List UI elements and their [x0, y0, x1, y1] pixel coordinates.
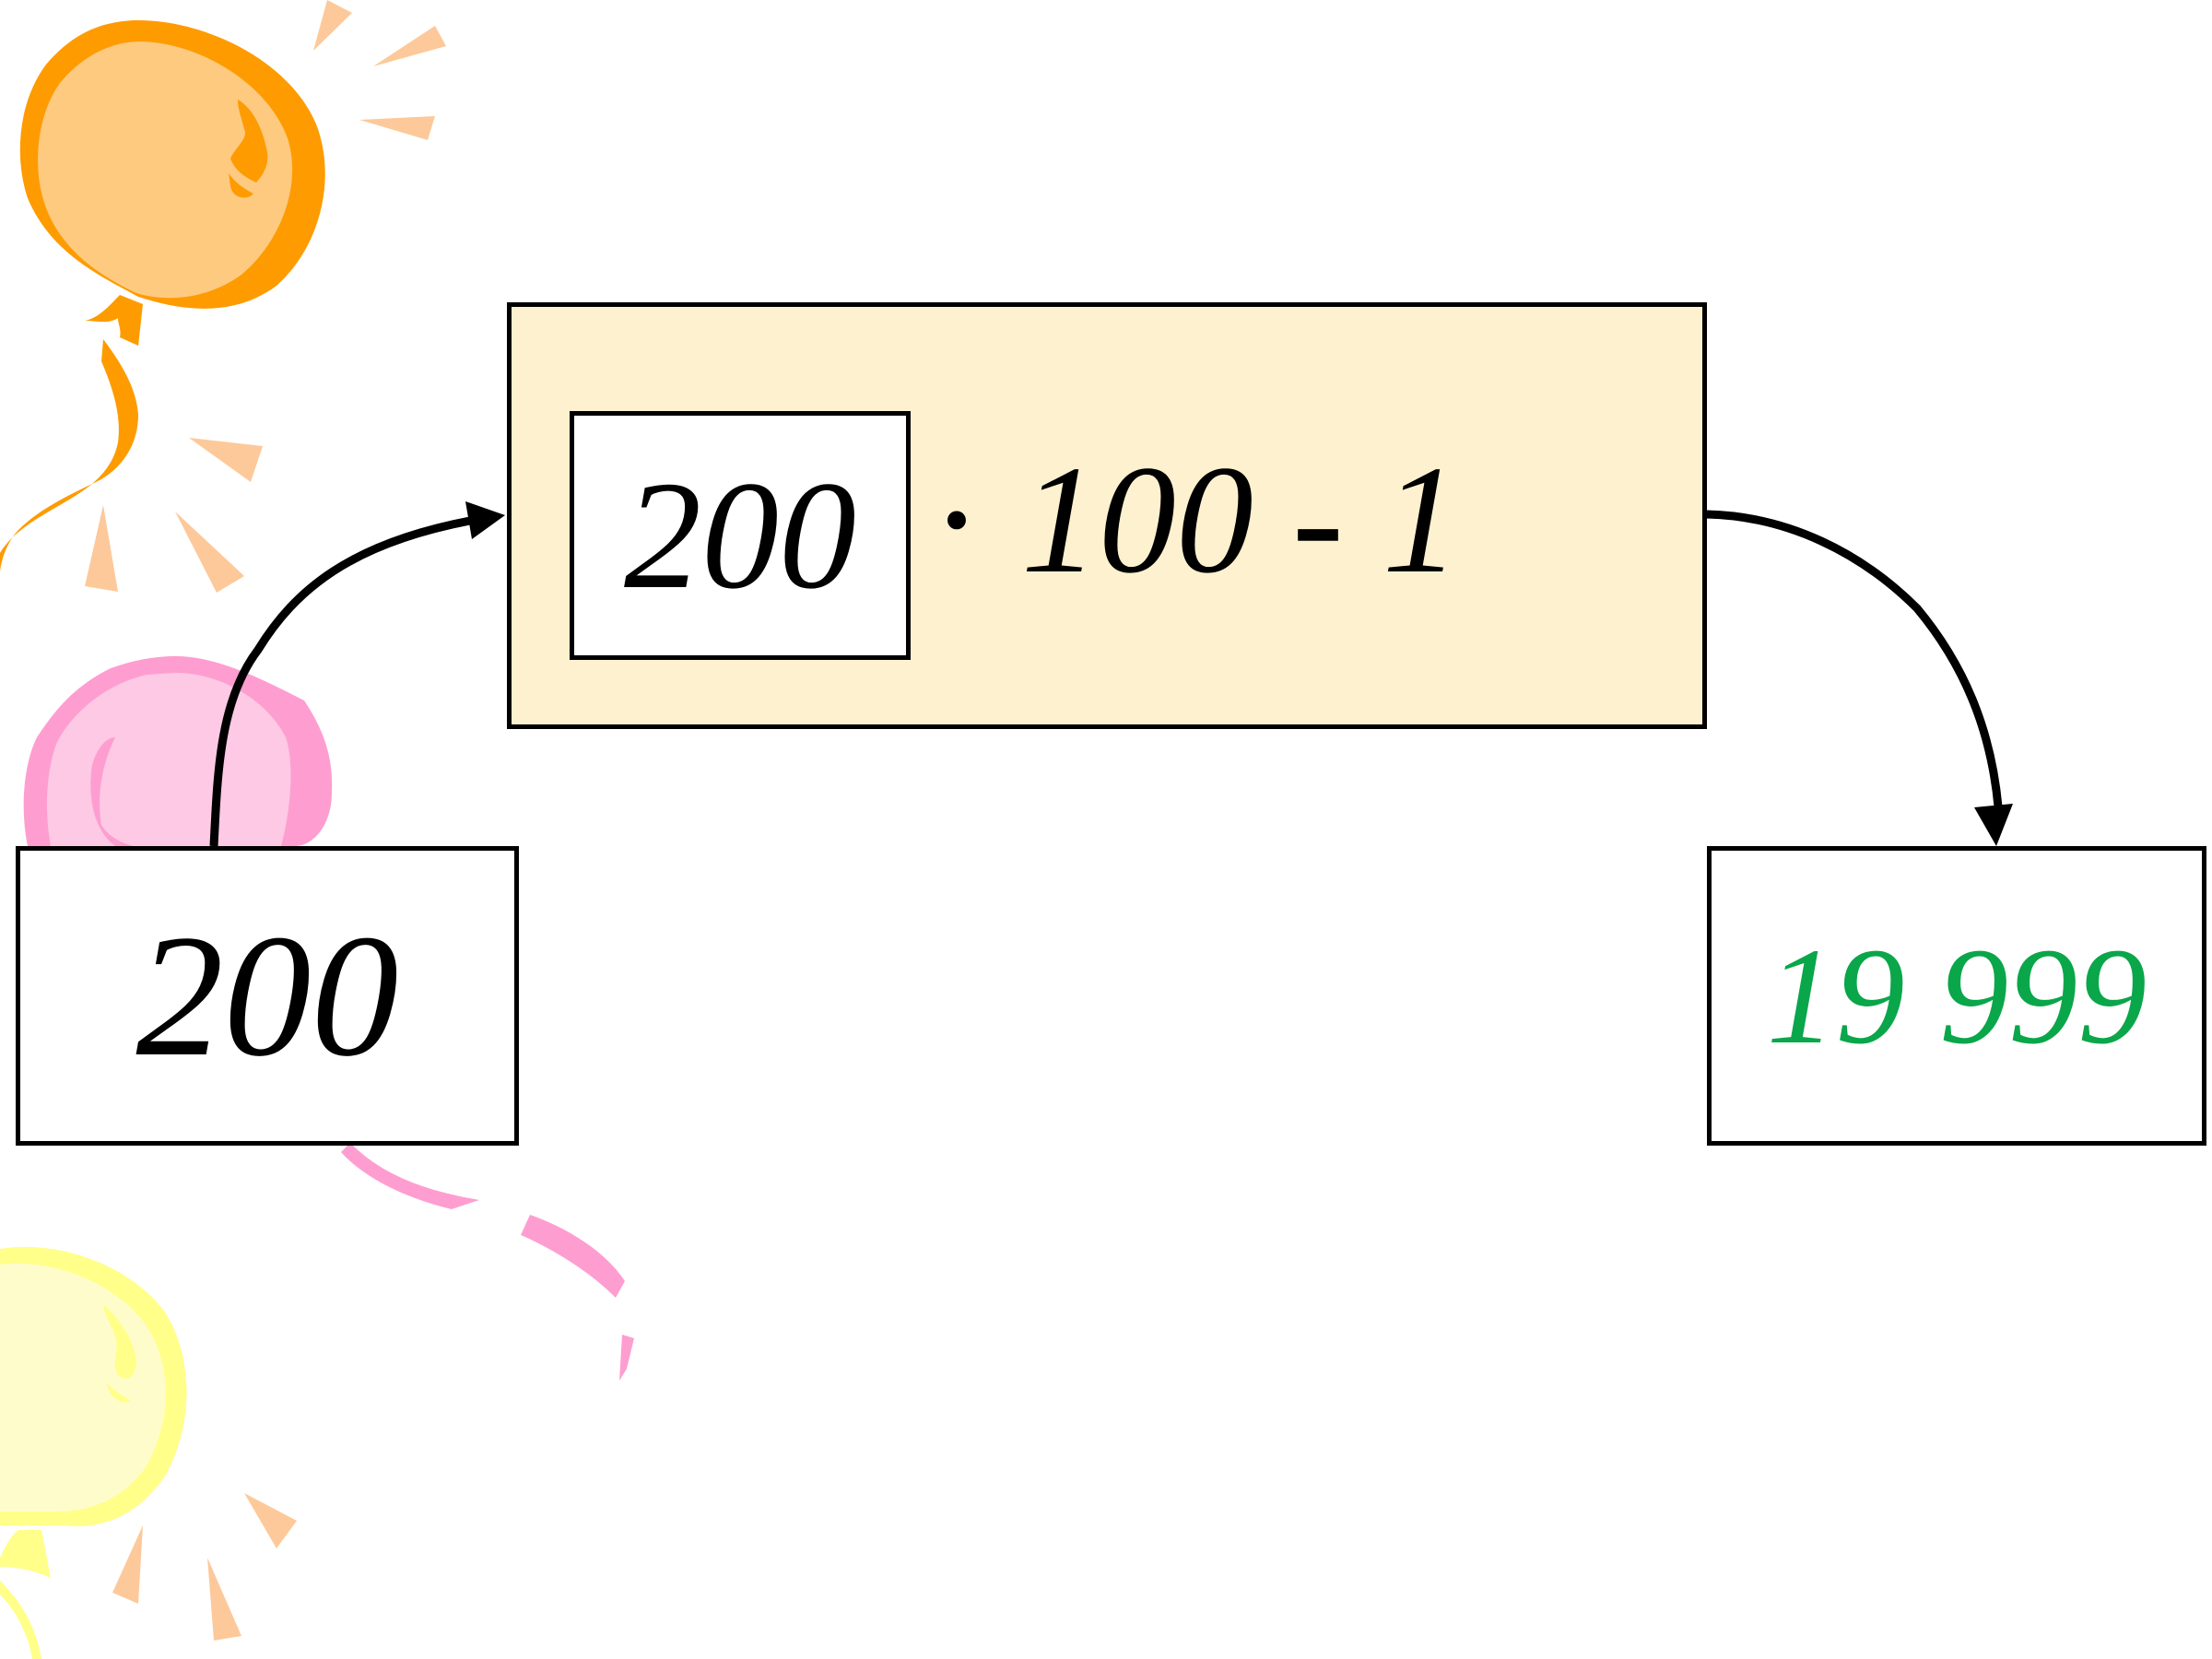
formula-input-slot: 200: [570, 411, 911, 660]
formula-operand: 200: [624, 450, 856, 621]
balloon-yellow: [0, 1246, 187, 1659]
output-value: 19 999: [1766, 919, 2147, 1073]
multiplication-dot: ·: [931, 434, 982, 606]
arrow-input-to-formula: [209, 501, 505, 847]
arrow-formula-to-output: [1706, 510, 2013, 846]
balloon-pink: [23, 655, 634, 1381]
formula-rest-text: 100 - 1: [1020, 434, 1460, 606]
sparkle-rays: [85, 0, 446, 1641]
balloon-orange: [0, 19, 325, 571]
formula-expression: · 100 - 1: [931, 442, 1460, 597]
output-box: 19 999: [1707, 846, 2206, 1146]
input-box: 200: [16, 846, 519, 1146]
input-value: 200: [135, 899, 399, 1093]
